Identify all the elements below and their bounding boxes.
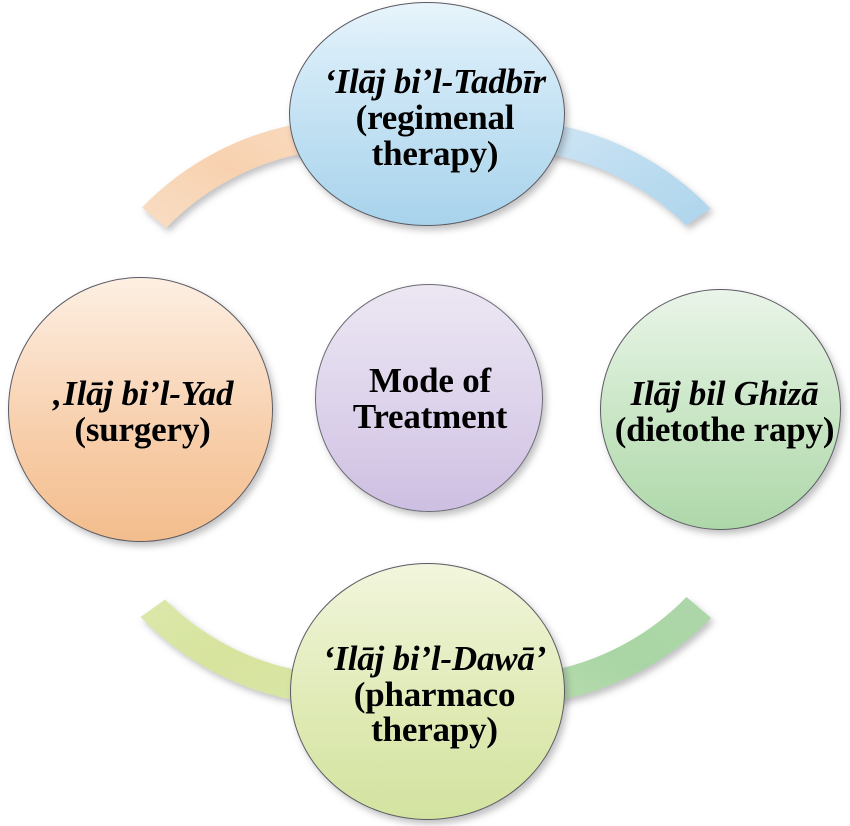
node-ilaj-bil-yad[interactable]: ‚Ilāj bi’l-Yad (surgery) [8,277,273,542]
arc-right-to-bottom [543,597,711,702]
node-tadbir-gloss: (regimenal therapy) [355,98,515,173]
arc-top-to-right [543,124,711,226]
node-ilaj-bil-tadbir[interactable]: ‘Ilāj bi’l-Tadbīr (regimenal therapy) [289,2,565,226]
node-yad-term: ‚Ilāj bi’l-Yad [51,373,234,413]
node-ghiza-term: Ilāj bil Ghizā [630,373,819,413]
node-tadbir-label: ‘Ilāj bi’l-Tadbīr (regimenal therapy) [301,64,569,171]
node-dawa-label: ‘Ilāj bi’l-Dawā’ (pharmaco therapy) [301,641,569,748]
node-tadbir-term: ‘Ilāj bi’l-Tadbīr [324,62,546,102]
node-ghiza-label: Ilāj bil Ghizā (dietothe rapy) [605,376,844,447]
node-ghiza-gloss: (dietothe rapy) [614,409,835,449]
node-yad-gloss: (surgery) [74,409,211,449]
arc-left-to-top [142,123,308,228]
node-ilaj-bil-ghiza[interactable]: Ilāj bil Ghizā (dietothe rapy) [600,289,841,530]
arc-bottom-to-left [140,599,308,701]
node-dawa-gloss: (pharmaco therapy) [353,674,516,750]
node-yad-label: ‚Ilāj bi’l-Yad (surgery) [11,376,274,447]
center-label: Mode of Treatment [352,361,508,436]
node-ilaj-bil-dawa[interactable]: ‘Ilāj bi’l-Dawā’ (pharmaco therapy) [290,563,565,820]
node-center-mode-of-treatment[interactable]: Mode of Treatment [315,284,543,512]
node-dawa-term: ‘Ilāj bi’l-Dawā’ [322,638,547,678]
